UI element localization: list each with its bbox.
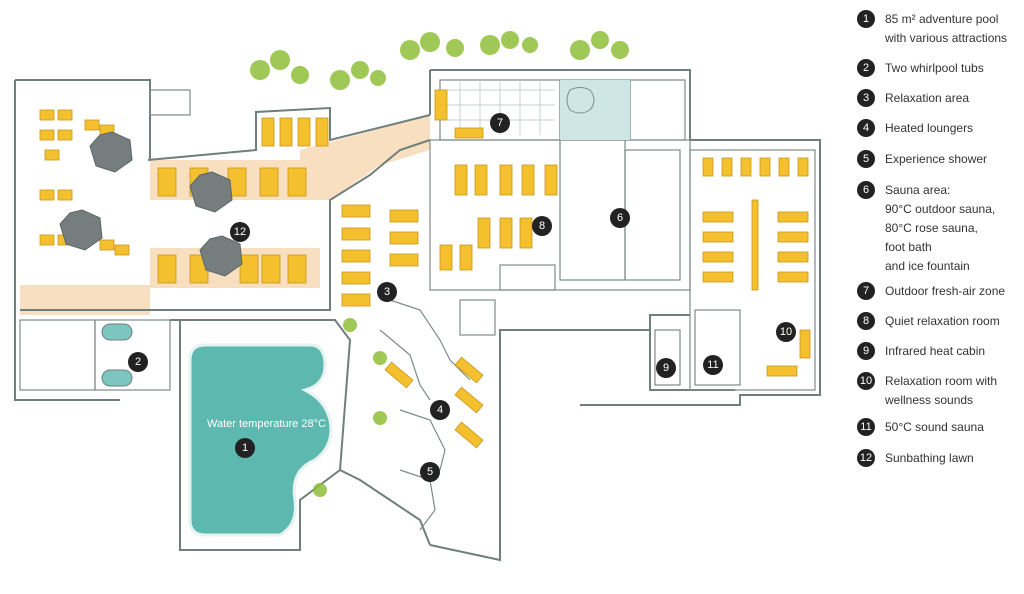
legend-number: 9 [857, 342, 875, 360]
legend-number: 11 [857, 418, 875, 436]
svg-text:1: 1 [242, 442, 248, 454]
svg-text:11: 11 [707, 359, 718, 371]
legend-item-6: 6 Sauna area: 90°C outdoor sauna, 80°C ro… [857, 181, 1017, 276]
legend-text: Two whirlpool tubs [885, 61, 984, 75]
floor-plan: Water temperature 28°C [14, 31, 821, 562]
legend-text: Quiet relaxation room [885, 314, 1000, 328]
marker-8: 8 [532, 216, 552, 236]
svg-text:10: 10 [780, 326, 792, 338]
legend-item-7: 7 Outdoor fresh-air zone [857, 282, 1017, 301]
legend-item-3: 3 Relaxation area [857, 89, 1017, 108]
ice-fountain-area [560, 80, 630, 140]
svg-text:9: 9 [663, 362, 669, 374]
trees [250, 31, 629, 497]
svg-text:4: 4 [437, 404, 443, 416]
umbrellas [59, 131, 243, 277]
svg-text:8: 8 [539, 220, 545, 232]
marker-1: 1 [235, 438, 255, 458]
legend-number: 5 [857, 150, 875, 168]
legend-number: 1 [857, 10, 875, 28]
pool-temperature-label: Water temperature 28°C [207, 418, 326, 430]
legend-item-9: 9 Infrared heat cabin [857, 342, 1017, 361]
legend-item-8: 8 Quiet relaxation room [857, 312, 1017, 331]
svg-text:6: 6 [617, 212, 623, 224]
legend-text: Heated loungers [885, 121, 974, 135]
area-markers: 1 2 3 4 5 6 7 8 9 10 11 12 [128, 113, 796, 482]
adventure-pool [188, 343, 333, 537]
svg-text:5: 5 [427, 466, 433, 478]
legend-number: 8 [857, 312, 875, 330]
legend-item-11: 11 50°C sound sauna [857, 418, 1017, 437]
marker-11: 11 [703, 355, 723, 375]
legend-item-5: 5 Experience shower [857, 150, 1017, 169]
marker-5: 5 [420, 462, 440, 482]
legend-item-10: 10 Relaxation room with wellness sounds [857, 372, 1017, 410]
marker-2: 2 [128, 352, 148, 372]
legend-item-1: 1 85 m² adventure pool with various attra… [857, 10, 1017, 48]
legend-item-2: 2 Two whirlpool tubs [857, 59, 1017, 78]
svg-text:7: 7 [497, 117, 503, 129]
marker-4: 4 [430, 400, 450, 420]
marker-6: 6 [610, 208, 630, 228]
svg-text:12: 12 [234, 226, 246, 238]
legend-item-4: 4 Heated loungers [857, 119, 1017, 138]
legend-number: 6 [857, 181, 875, 199]
legend-item-12: 12 Sunbathing lawn [857, 449, 1017, 468]
legend-number: 4 [857, 119, 875, 137]
marker-10: 10 [776, 322, 796, 342]
marker-9: 9 [656, 358, 676, 378]
marker-7: 7 [490, 113, 510, 133]
legend-text: Infrared heat cabin [885, 344, 986, 358]
legend-text: Experience shower [885, 152, 988, 166]
legend-text: Relaxation area [885, 91, 970, 105]
legend-number: 3 [857, 89, 875, 107]
legend-number: 2 [857, 59, 875, 77]
legend-number: 7 [857, 282, 875, 300]
legend-text: 50°C sound sauna [885, 420, 984, 434]
svg-text:3: 3 [384, 286, 390, 298]
legend-text: 85 m² adventure pool with various attrac… [885, 12, 1008, 45]
whirlpool-tubs [101, 323, 133, 387]
loungers [39, 89, 811, 449]
marker-12: 12 [230, 222, 250, 242]
legend-number: 10 [857, 372, 875, 390]
legend-text: Sunbathing lawn [885, 451, 974, 465]
legend-number: 12 [857, 449, 875, 467]
legend-text: Outdoor fresh-air zone [885, 284, 1006, 298]
legend-text: Relaxation room with wellness sounds [885, 374, 998, 407]
marker-3: 3 [377, 282, 397, 302]
legend-text: Sauna area: 90°C outdoor sauna, 80°C ros… [885, 183, 996, 273]
svg-text:2: 2 [135, 356, 141, 368]
